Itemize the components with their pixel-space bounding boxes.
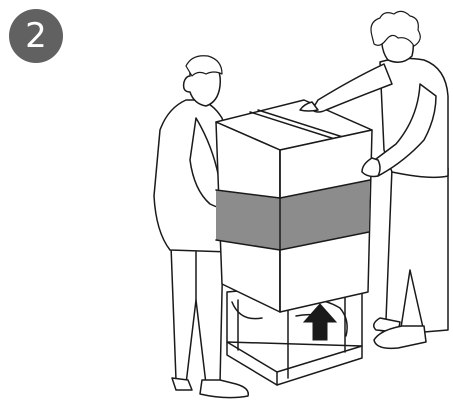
boxed-appliance xyxy=(216,100,372,312)
